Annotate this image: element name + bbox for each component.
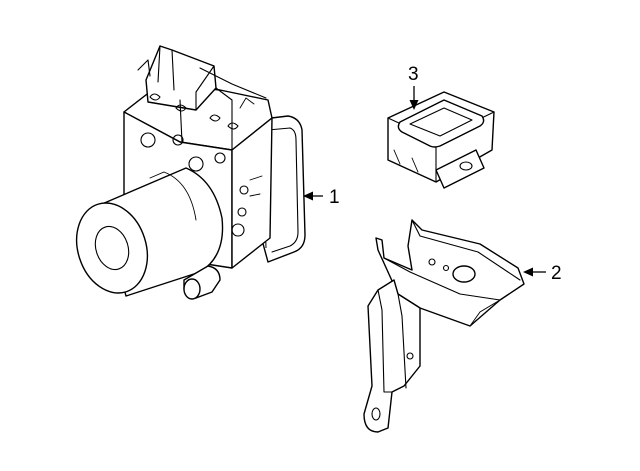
abs-modulator-unit bbox=[75, 45, 306, 300]
callout-3: 3 bbox=[408, 64, 419, 110]
callout-3-label: 3 bbox=[408, 64, 419, 85]
callout-1: 1 bbox=[303, 187, 340, 208]
callout-2-label: 2 bbox=[551, 263, 562, 284]
mounting-bracket bbox=[363, 219, 525, 433]
callout-1-label: 1 bbox=[329, 187, 340, 208]
sensor-module bbox=[387, 91, 495, 189]
callout-2: 2 bbox=[523, 263, 562, 284]
